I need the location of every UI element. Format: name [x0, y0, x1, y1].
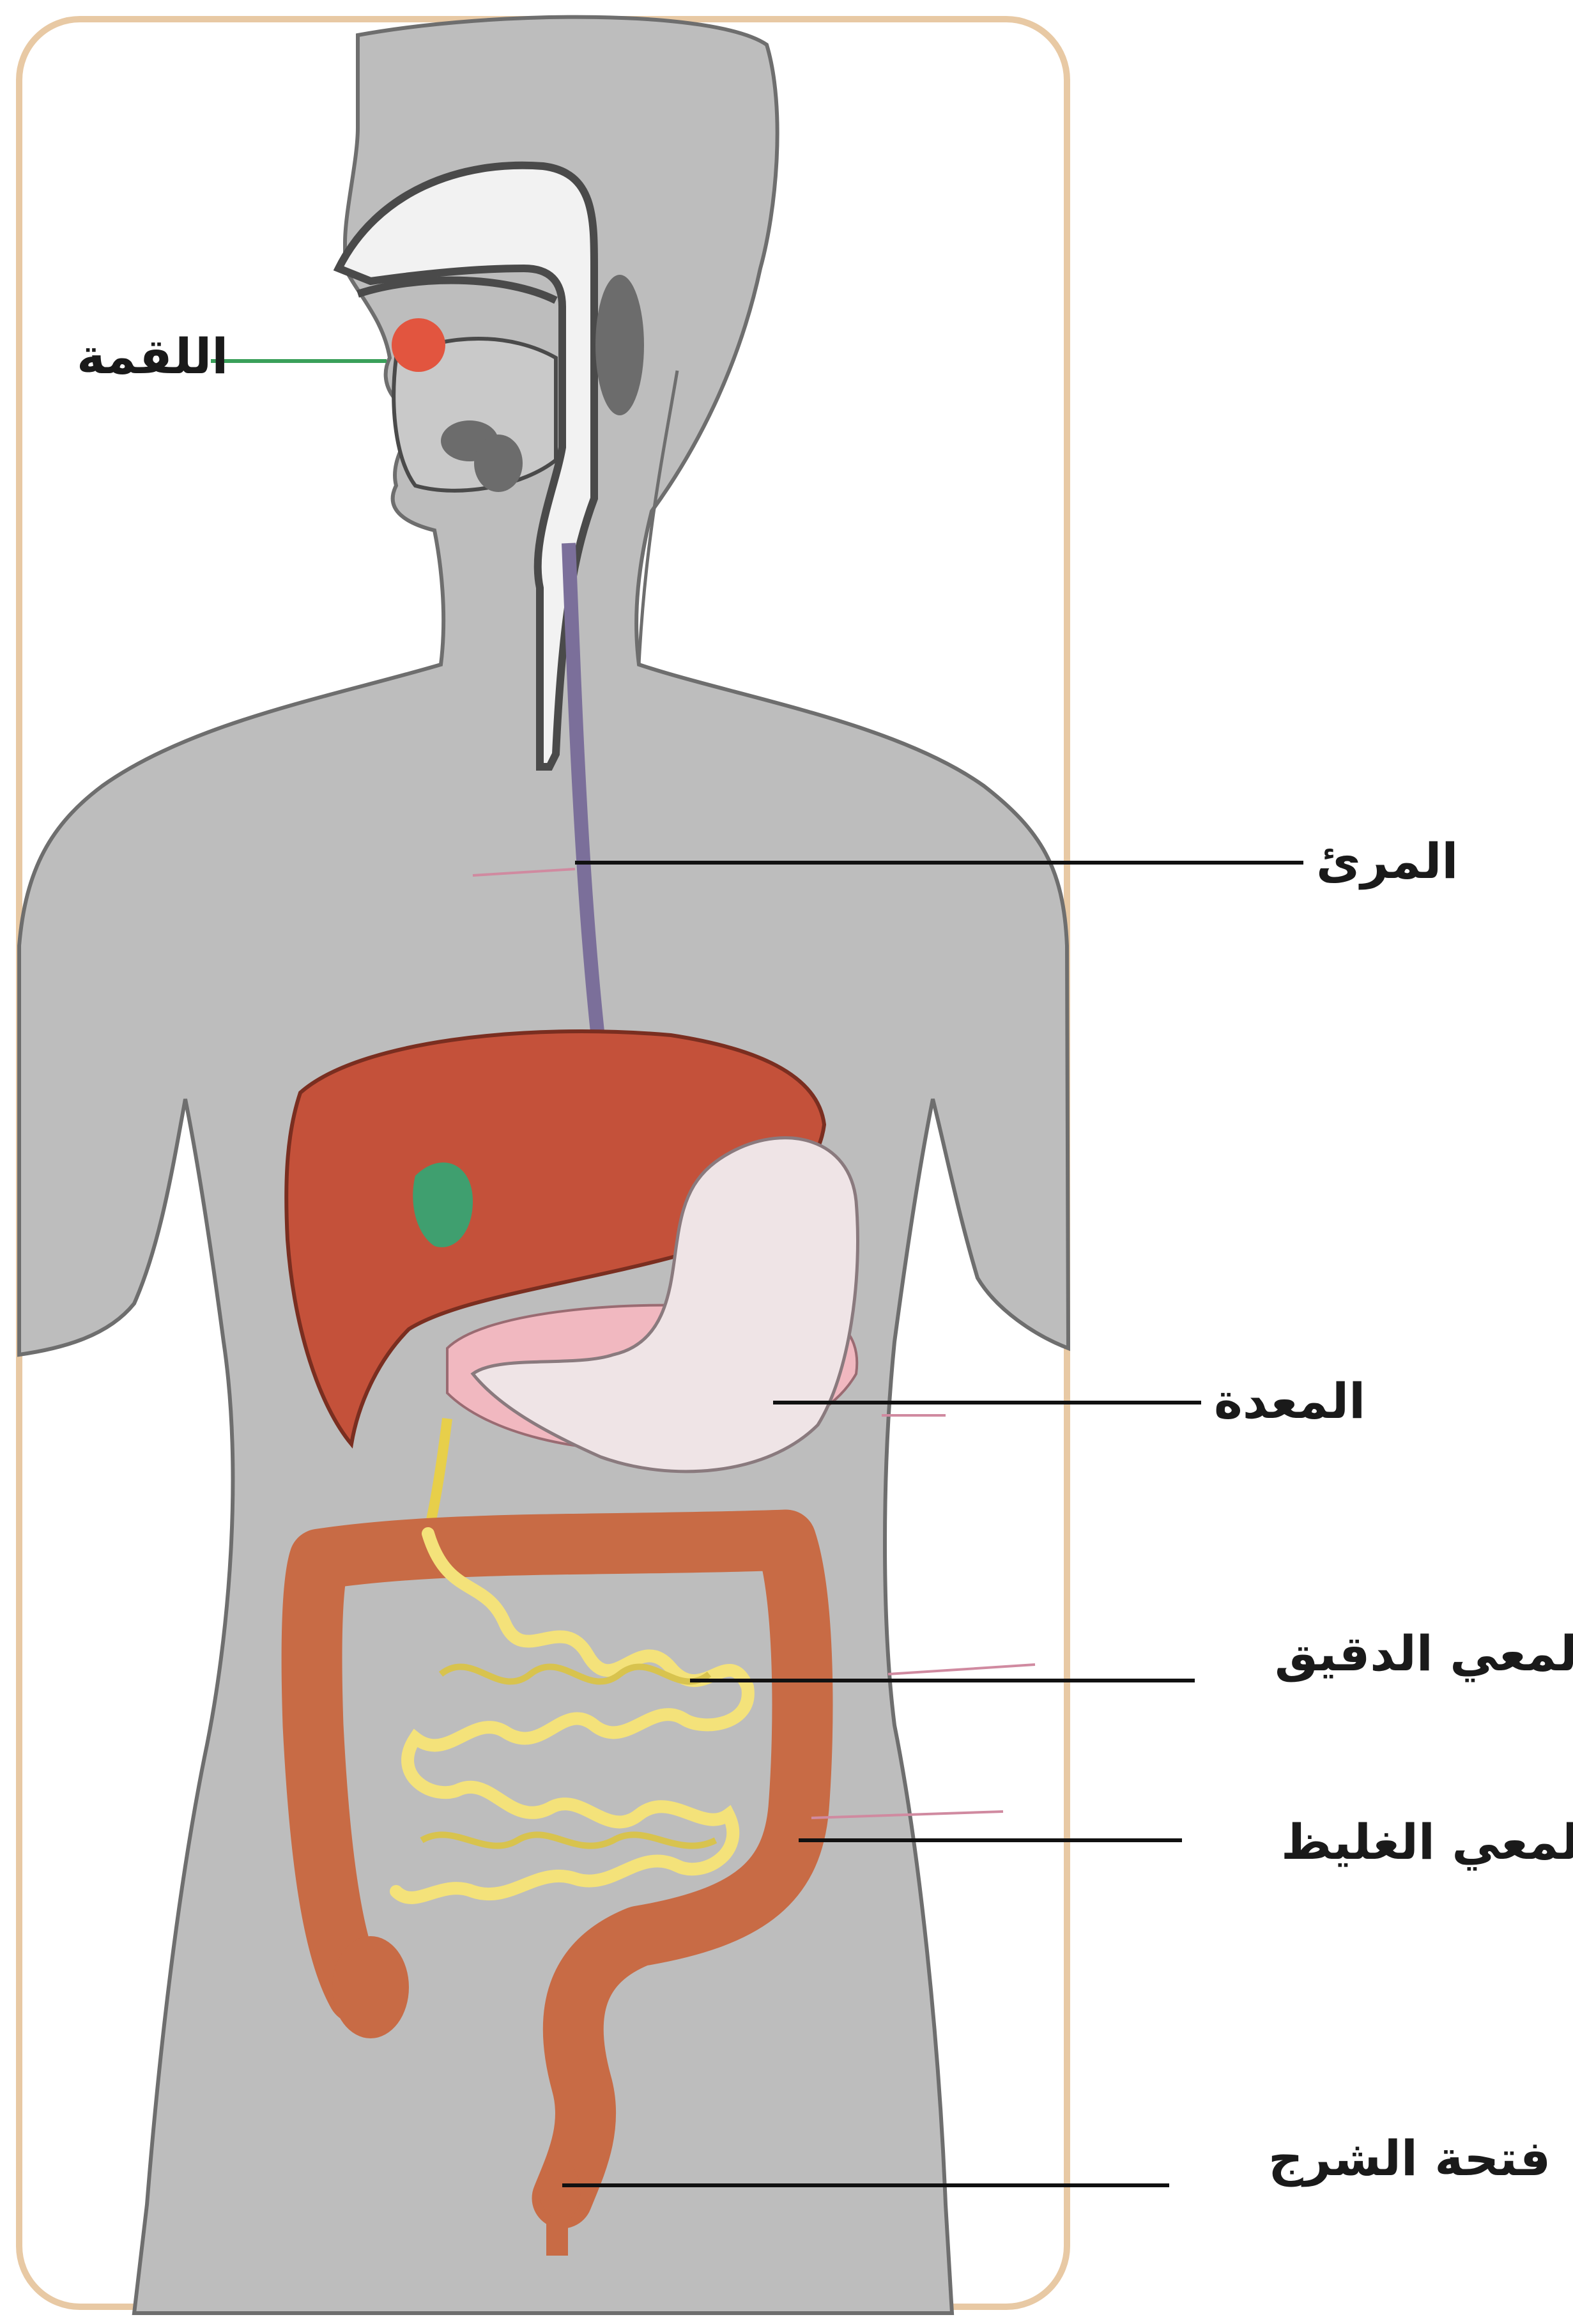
- appendix-cecum: [332, 1936, 409, 2038]
- bolus-shape: [392, 318, 445, 372]
- label-anus: فتحة الشرج: [1268, 2134, 1551, 2183]
- label-esophagus: المرئ: [1316, 837, 1458, 886]
- label-stomach: المعدة: [1214, 1377, 1365, 1426]
- tonsil-right: [474, 435, 523, 492]
- ear-oval: [595, 275, 644, 415]
- label-large-intestine: المعي الغليظ: [1281, 1818, 1573, 1866]
- label-small-intestine: المعي الدقيق: [1275, 1629, 1573, 1678]
- label-bolus: اللقمة: [77, 332, 228, 381]
- anal-canal: [546, 2217, 568, 2256]
